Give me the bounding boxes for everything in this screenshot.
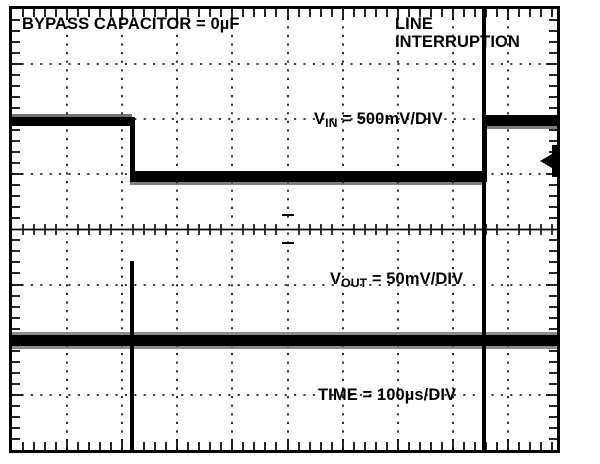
annotation-timebase: TIME = 100µs/DIV: [318, 386, 457, 404]
vin-label-value: = 500mV/DIV: [337, 110, 443, 128]
annotation-vout-scale: VOUT = 50mV/DIV: [330, 270, 464, 291]
scope-grid: [12, 9, 557, 450]
vout-label-prefix: V: [330, 270, 342, 288]
vin-label-subscript: IN: [325, 116, 338, 131]
vout-label-subscript: OUT: [341, 276, 368, 291]
oscilloscope-screen: [9, 6, 560, 453]
vin-label-prefix: V: [314, 110, 326, 128]
grid-edge-ticks: [12, 9, 557, 450]
waveform-vout: [12, 9, 557, 450]
annotation-line-interruption-line1: LINE: [395, 15, 433, 33]
vout-label-value: = 50mV/DIV: [367, 270, 464, 288]
trigger-marker-layer: [540, 145, 557, 177]
annotation-line-interruption-line2: INTERRUPTION: [395, 33, 520, 52]
annotation-bypass-capacitor: BYPASS CAPACITOR = 0µF: [22, 15, 240, 33]
grid-center-horizontal-axis: [12, 214, 557, 244]
scope-waveforms: [12, 9, 557, 450]
scope-plot-area: [12, 9, 557, 450]
annotation-vin-scale: VIN = 500mV/DIV: [314, 110, 443, 131]
annotation-line-interruption: LINE INTERRUPTION: [395, 15, 520, 52]
trigger-level-bar: [552, 145, 557, 177]
